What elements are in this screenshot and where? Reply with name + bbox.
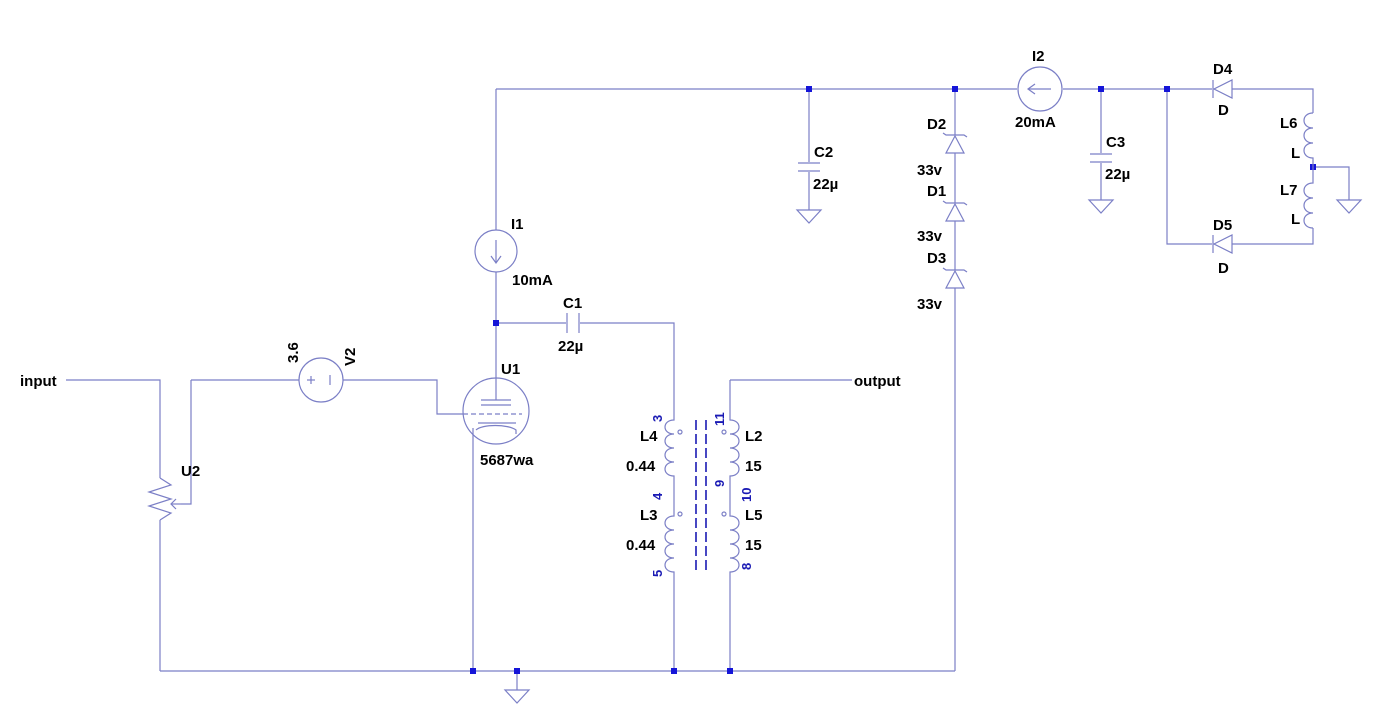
d3-value-label: 33v xyxy=(917,296,943,313)
l7-value-label: L xyxy=(1291,211,1300,228)
c2-value-label: 22µ xyxy=(813,176,838,193)
wires xyxy=(66,88,1350,690)
i1-value-label: 10mA xyxy=(512,272,553,289)
l5-ref-label: L5 xyxy=(745,507,763,524)
d1-ref-label: D1 xyxy=(927,183,946,200)
net-label-input: input xyxy=(20,373,57,390)
d3-ref-label: D3 xyxy=(927,250,946,267)
d5-value-label: D xyxy=(1218,260,1229,277)
voltage-source-v2[interactable] xyxy=(298,357,344,403)
l6-ref-label: L6 xyxy=(1280,115,1298,132)
capacitor-c3[interactable] xyxy=(1090,153,1112,163)
ground-symbol xyxy=(503,689,531,704)
capacitor-c2[interactable] xyxy=(798,162,820,172)
current-source-i2[interactable] xyxy=(1017,66,1063,112)
l4-value-label: 0.44 xyxy=(626,458,656,475)
i2-value-label: 20mA xyxy=(1015,114,1056,131)
l3-ref-label: L3 xyxy=(640,507,658,524)
c1-ref-label: C1 xyxy=(563,295,582,312)
d2-value-label: 33v xyxy=(917,162,943,179)
pin-number-11: 11 xyxy=(712,412,727,426)
c1-value-label: 22µ xyxy=(558,338,583,355)
l2-value-label: 15 xyxy=(745,458,762,475)
pin-number-4: 4 xyxy=(650,492,665,500)
ground-symbol xyxy=(1087,199,1115,214)
c3-ref-label: C3 xyxy=(1106,134,1125,151)
d4-value-label: D xyxy=(1218,102,1229,119)
potentiometer-u2[interactable] xyxy=(147,477,181,521)
zener-diode-d2[interactable] xyxy=(942,132,968,154)
u1-ref-label: U1 xyxy=(501,361,520,378)
pin-number-5: 5 xyxy=(650,570,665,577)
v2-ref-label: V2 xyxy=(342,348,359,366)
ground-symbol xyxy=(795,209,823,224)
l5-value-label: 15 xyxy=(745,537,762,554)
i1-ref-label: I1 xyxy=(511,216,524,233)
pin-number-10: 10 xyxy=(739,488,754,502)
i2-ref-label: I2 xyxy=(1032,48,1045,65)
u2-ref-label: U2 xyxy=(181,463,200,480)
inductor-l7[interactable] xyxy=(1303,167,1314,229)
zener-diode-d3[interactable] xyxy=(942,267,968,289)
pin-number-8: 8 xyxy=(739,563,754,570)
transformer[interactable] xyxy=(664,413,740,578)
diode-d5[interactable] xyxy=(1212,234,1233,254)
l7-ref-label: L7 xyxy=(1280,182,1298,199)
zener-diode-d1[interactable] xyxy=(942,200,968,222)
l3-value-label: 0.44 xyxy=(626,537,656,554)
ground-symbol xyxy=(1335,199,1363,214)
pin-number-3: 3 xyxy=(650,415,665,422)
l4-ref-label: L4 xyxy=(640,428,658,445)
d5-ref-label: D5 xyxy=(1213,217,1232,234)
u1-value-label: 5687wa xyxy=(480,452,534,469)
inductor-l6[interactable] xyxy=(1303,112,1314,167)
d1-value-label: 33v xyxy=(917,228,943,245)
v2-value-label: 3.6 xyxy=(285,342,302,363)
net-label-output: output xyxy=(854,373,901,390)
c2-ref-label: C2 xyxy=(814,144,833,161)
c3-value-label: 22µ xyxy=(1105,166,1130,183)
diode-d4[interactable] xyxy=(1212,79,1233,99)
l6-value-label: L xyxy=(1291,145,1300,162)
vacuum-tube-u1[interactable] xyxy=(462,377,530,445)
capacitor-c1[interactable] xyxy=(566,313,580,333)
d4-ref-label: D4 xyxy=(1213,61,1233,78)
current-source-i1[interactable] xyxy=(474,229,518,273)
pin-number-9: 9 xyxy=(712,480,727,487)
l2-ref-label: L2 xyxy=(745,428,763,445)
d2-ref-label: D2 xyxy=(927,116,946,133)
